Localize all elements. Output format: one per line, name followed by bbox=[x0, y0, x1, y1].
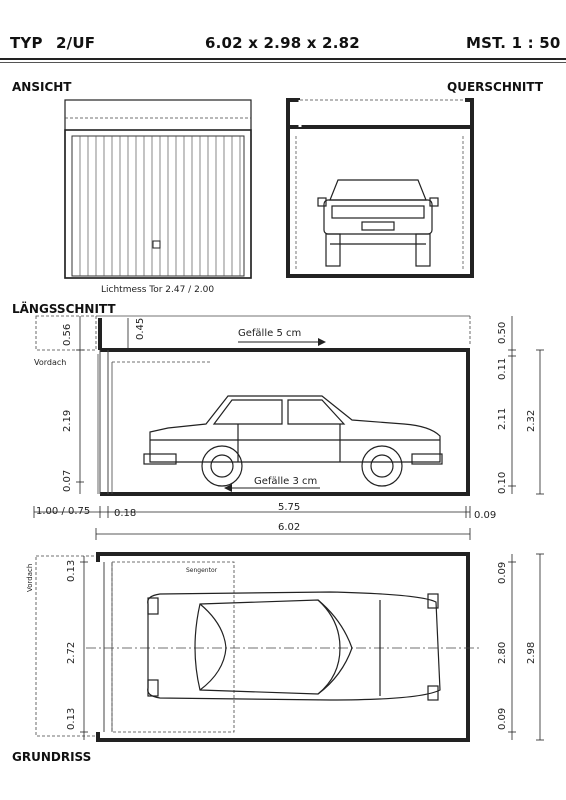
car-top-view-icon bbox=[147, 591, 441, 701]
dim-right-3: 0.10 bbox=[497, 472, 508, 494]
dim-right-2: 2.11 bbox=[497, 408, 508, 430]
dim-top-inner: 0.45 bbox=[135, 318, 146, 340]
plan-dim-right-0: 0.09 bbox=[497, 562, 508, 584]
dim-left-2: 0.07 bbox=[62, 470, 73, 492]
car-front-view-icon bbox=[317, 179, 439, 267]
type-label: TYP bbox=[10, 34, 43, 52]
floor-slope-label: Gefälle 3 cm bbox=[254, 476, 317, 487]
section-label-ansicht: ANSICHT bbox=[12, 80, 72, 94]
dim-left-0: 0.56 bbox=[62, 324, 73, 346]
dim-right-0: 0.50 bbox=[497, 322, 508, 344]
dim-left-1: 2.19 bbox=[62, 410, 73, 432]
dim-bottom-left: 1.00 / 0.75 bbox=[36, 506, 90, 517]
header-rule-secondary bbox=[0, 62, 566, 63]
roof-slope-label: Gefälle 5 cm bbox=[238, 328, 301, 339]
front-elevation: Lichtmess Tor 2.47 / 2.00 bbox=[64, 99, 252, 295]
dim-bottom-right: 0.09 bbox=[474, 510, 496, 521]
door-handle-icon bbox=[152, 240, 161, 249]
plan-dim-left-0: 0.13 bbox=[66, 560, 77, 582]
section-label-laengsschnitt: LÄNGSSCHNITT bbox=[12, 302, 116, 316]
header-rule bbox=[0, 58, 566, 60]
dim-bottom-wall: 0.18 bbox=[114, 508, 136, 519]
cross-section bbox=[286, 97, 474, 278]
scale-label: MST. 1 : 50 bbox=[466, 34, 561, 52]
dim-right-total: 2.32 bbox=[526, 410, 537, 432]
type-value: 2/UF bbox=[56, 34, 96, 52]
door-panel-ribs bbox=[79, 136, 241, 276]
section-label-grundriss: GRUNDRISS bbox=[12, 750, 92, 764]
plan-dim-left-2: 0.13 bbox=[66, 708, 77, 730]
plan-dim-right-2: 0.09 bbox=[497, 708, 508, 730]
plan-dim-right-1: 2.80 bbox=[497, 642, 508, 664]
section-label-querschnitt: QUERSCHNITT bbox=[447, 80, 544, 94]
dim-right-1: 0.11 bbox=[497, 358, 508, 380]
dim-bottom-inner: 5.75 bbox=[278, 502, 300, 513]
plan-dim-left-1: 2.72 bbox=[66, 642, 77, 664]
door-clearance-label: Lichtmess Tor 2.47 / 2.00 bbox=[101, 285, 214, 295]
vordach-label-section: Vordach bbox=[34, 358, 66, 367]
dim-bottom-total: 6.02 bbox=[278, 522, 300, 533]
vordach-label-plan: Vordach bbox=[26, 564, 34, 592]
plan-dim-right-total: 2.98 bbox=[526, 642, 537, 664]
garage-dimensions: 6.02 x 2.98 x 2.82 bbox=[205, 34, 360, 52]
car-side-view-icon bbox=[143, 395, 443, 487]
floor-plan: Sengentor Vordach 0.13 2.72 0.13 0.09 bbox=[26, 552, 544, 742]
door-label-plan: Sengentor bbox=[186, 567, 218, 574]
longitudinal-section: Gefälle 5 cm Gefälle 3 cm 0.56 2.19 0.07… bbox=[33, 315, 544, 540]
